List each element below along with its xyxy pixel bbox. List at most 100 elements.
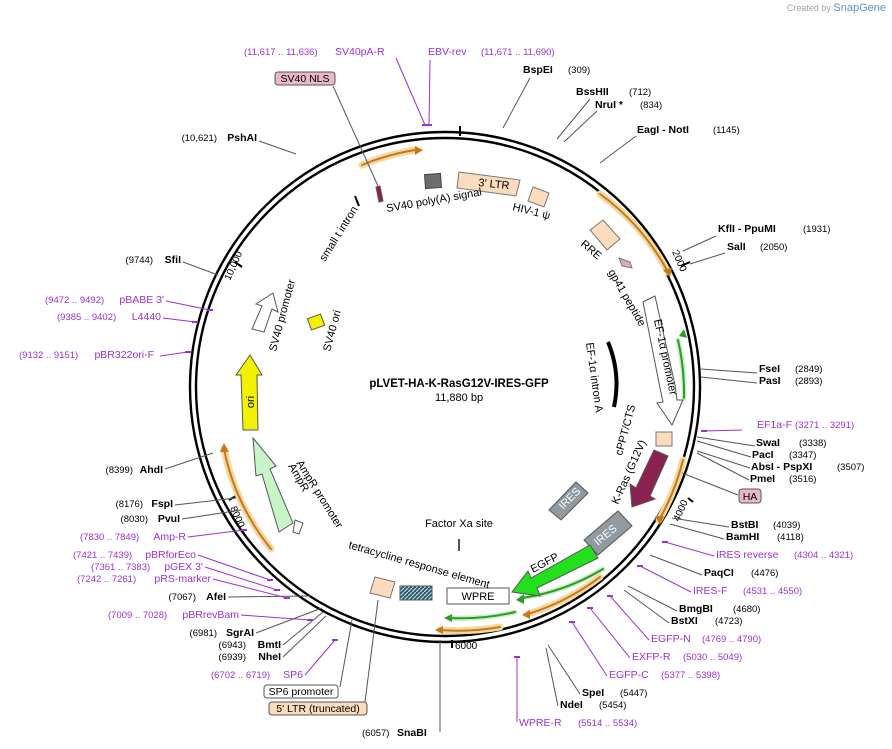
enzyme-label[interactable]: SnaBI [397, 727, 427, 739]
enzyme-label[interactable]: BamHI [726, 531, 759, 543]
enzyme-label[interactable]: BspEI [523, 64, 553, 76]
enzyme-position: (309) [568, 65, 590, 76]
ef1a-intron-label: EF-1α intron A [583, 342, 605, 414]
enzyme-leader [689, 252, 726, 265]
enzyme-leader [627, 585, 678, 612]
enzyme-label[interactable]: SgrAI [226, 627, 254, 639]
enzyme-leader [545, 647, 559, 707]
enzyme-leader [623, 589, 670, 624]
primer-leader [639, 565, 692, 593]
brand-created-by: Created by [786, 3, 831, 13]
primer-range: (7830 .. 7849) [80, 532, 139, 543]
enzyme-leader [547, 644, 581, 695]
enzyme-leader [227, 595, 312, 598]
enzyme-label[interactable]: NheI [258, 651, 281, 663]
arc-sv40polya [361, 149, 416, 166]
enzyme-leader [696, 436, 756, 447]
primer-label[interactable]: WPRE-R [519, 717, 562, 729]
enzyme-label[interactable]: PshAI [227, 132, 257, 144]
enzyme-label[interactable]: FspI [151, 498, 173, 510]
enzyme-leader [258, 140, 297, 155]
enzyme-label[interactable]: KflI - PpuMI [718, 223, 776, 235]
sv40-nls-label: SV40 NLS [280, 73, 329, 85]
ha-badge [738, 488, 762, 504]
enzyme-label[interactable]: PaqCI [704, 567, 734, 579]
gp41-label: gp41 peptide [605, 268, 647, 329]
sv40-polya-box [423, 172, 443, 190]
primer-leader [162, 317, 196, 323]
enzyme-position: (4118) [777, 532, 804, 543]
arc-egfp-inner [521, 568, 604, 599]
primer-label[interactable]: pBRforEco [145, 549, 196, 561]
primer-label[interactable]: IRES reverse [716, 549, 779, 561]
primer-label[interactable]: pBABE 3' [119, 294, 164, 306]
primer-label[interactable]: pRS-marker [154, 573, 211, 585]
enzyme-position: (6981) [190, 628, 217, 639]
enzyme-position: (9744) [126, 255, 153, 266]
arc-ampr [223, 448, 272, 550]
primer-label[interactable]: IRES-F [693, 585, 727, 597]
hiv-psi-label: HIV-1 ψ [511, 201, 551, 222]
primer-label[interactable]: EGFP-C [609, 669, 649, 681]
tre-box [399, 585, 433, 601]
enzyme-label[interactable]: AfeI [206, 591, 226, 603]
enzyme-label[interactable]: SwaI [756, 437, 780, 449]
primer-label[interactable]: pGEX 3' [164, 561, 203, 573]
primer-label[interactable]: pBR322ori-F [94, 349, 154, 361]
enzyme-label[interactable]: EagI - NotI [637, 124, 689, 136]
site-labels: BspEI(309)BssHII(712)NruI *(834)EagI - N… [19, 46, 864, 739]
enzyme-position: (3338) [799, 438, 826, 449]
primer-label[interactable]: SV40pA-R [335, 46, 385, 58]
enzyme-label[interactable]: NdeI [560, 699, 583, 711]
enzyme-label[interactable]: BmtI [258, 639, 281, 651]
enzyme-position: (2849) [795, 364, 822, 375]
primer-range: (4531 .. 4550) [743, 586, 802, 597]
arrowhead-wpre-inner [444, 614, 452, 622]
arrowhead-egfp-inner [516, 594, 524, 604]
egfp-arrow [511, 544, 599, 597]
primer-range: (5514 .. 5534) [578, 718, 637, 729]
small-t-mark [354, 195, 360, 207]
enzyme-label[interactable]: NruI * [595, 99, 624, 111]
enzyme-label[interactable]: BssHII [576, 86, 609, 98]
primer-label[interactable]: EBV-rev [428, 46, 467, 58]
primer-range: (6702 .. 6719) [211, 670, 270, 681]
enzyme-position: (6943) [219, 640, 246, 651]
enzyme-label[interactable]: BmgBI [679, 603, 713, 615]
sv40-nls-mark [375, 185, 384, 203]
enzyme-label[interactable]: BstXI [671, 615, 698, 627]
ltr3-box [456, 171, 521, 197]
primer-label[interactable]: EXFP-R [632, 651, 671, 663]
enzyme-label[interactable]: SfiI [165, 254, 181, 266]
enzyme-label[interactable]: SalI [727, 241, 746, 253]
ltr5-badge [268, 701, 368, 716]
primer-label[interactable]: EF1a-F [757, 419, 792, 431]
enzyme-label[interactable]: PmeI [750, 473, 775, 485]
enzyme-label[interactable]: AbsI - PspXI [751, 461, 812, 473]
enzyme-label[interactable]: PacI [752, 449, 774, 461]
primer-range: (7421 .. 7439) [73, 550, 132, 561]
enzyme-label[interactable]: PvuI [158, 513, 180, 525]
plasmid-size: 11,880 bp [435, 392, 483, 404]
primer-label[interactable]: EGFP-N [651, 633, 691, 645]
primer-label[interactable]: Amp-R [153, 531, 186, 543]
primer-leader [703, 429, 743, 432]
wpre-box [446, 587, 510, 605]
primer-leader [240, 614, 311, 621]
enzyme-leader [696, 440, 752, 458]
enzyme-label[interactable]: SpeI [582, 687, 604, 699]
enzyme-label[interactable]: BstBI [731, 519, 759, 531]
primer-label[interactable]: SP6 [283, 669, 303, 681]
primer-label[interactable]: L4440 [132, 311, 161, 323]
primer-label[interactable]: pBRrevBam [182, 609, 239, 621]
ef1a-promoter-arrow [642, 295, 684, 427]
enzyme-leader [282, 615, 327, 658]
enzyme-position: (4039) [773, 520, 800, 531]
backbone-inner [194, 136, 696, 638]
primer-range: (7009 .. 7028) [108, 610, 167, 621]
enzyme-label[interactable]: PasI [759, 375, 781, 387]
enzyme-leader [182, 261, 219, 276]
enzyme-label[interactable]: AhdI [140, 464, 163, 476]
enzyme-label[interactable]: FseI [759, 363, 780, 375]
